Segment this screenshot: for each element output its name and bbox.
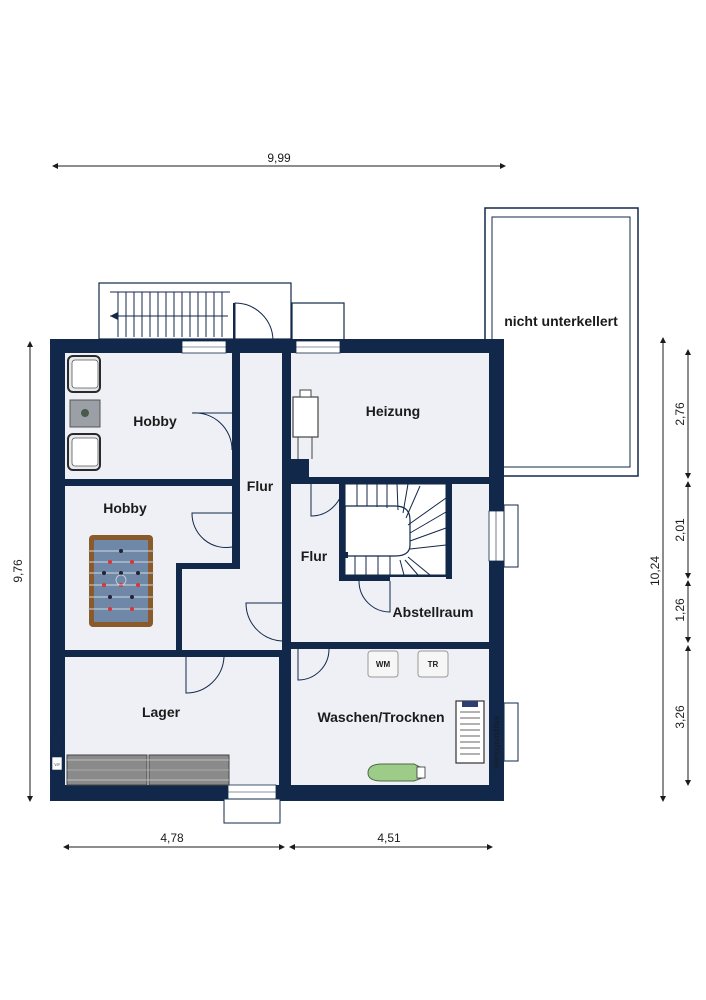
room-label-flur-right: Flur <box>301 548 328 564</box>
watermark: Immogrundriss <box>492 716 501 769</box>
dimension-right-seg1: 2,76 <box>673 402 687 426</box>
dimension-right-total-label: 10,24 <box>648 556 662 586</box>
dimension-left: 9,76 <box>11 341 33 802</box>
room-label-lager: Lager <box>142 704 181 720</box>
logo-name: VON POLL <box>54 731 59 754</box>
dryer-icon: TR <box>417 650 449 678</box>
armchair-icon <box>67 433 101 471</box>
room-label-waschen-trocknen: Waschen/Trocknen <box>317 709 444 725</box>
room-label-hobby-top: Hobby <box>133 413 177 429</box>
washing-machine-icon: WM <box>367 650 399 678</box>
dimension-right-segments: 2,76 2,01 1,26 3,26 <box>673 349 691 786</box>
door-swings <box>185 412 391 694</box>
dimension-bottom-right: 4,51 <box>377 831 401 845</box>
dimension-right-seg4: 3,26 <box>673 705 687 729</box>
room-label-hobby-mid: Hobby <box>103 500 147 516</box>
shelf-icon <box>66 754 230 786</box>
room-label-abstellraum: Abstellraum <box>393 604 474 620</box>
logo: VP VON POLL IMMOBILIEN <box>51 724 63 771</box>
foosball-table-icon <box>88 535 154 627</box>
staircase-icon <box>342 483 447 576</box>
room-label-heizung: Heizung <box>366 403 420 419</box>
annex-label: nicht unterkellert <box>504 313 618 329</box>
dimension-right-seg3: 1,26 <box>673 598 687 622</box>
wm-label: WM <box>376 660 391 669</box>
boiler-icon <box>292 389 319 459</box>
dimension-right-total: 10,24 <box>648 337 666 802</box>
dimension-bottom: 4,78 4,51 <box>63 831 493 850</box>
tr-label: TR <box>428 660 439 669</box>
dimension-bottom-left: 4,78 <box>160 831 184 845</box>
ironing-board-icon <box>367 763 426 782</box>
logo-initials: VP <box>53 762 60 767</box>
interior-walls <box>65 353 489 785</box>
dimension-top: 9,99 <box>52 151 506 169</box>
dimension-left-label: 9,76 <box>11 559 25 583</box>
logo-sub: IMMOBILIEN <box>58 724 63 753</box>
room-label-flur-left: Flur <box>247 478 274 494</box>
side-table-icon <box>69 399 101 428</box>
armchair-icon <box>67 355 101 393</box>
annex-nicht-unterkellert: nicht unterkellert <box>484 207 639 477</box>
dimension-right-seg2: 2,01 <box>673 518 687 542</box>
light-well-top <box>291 302 345 341</box>
outdoor-staircase <box>98 282 292 341</box>
dimension-top-label: 9,99 <box>267 151 291 165</box>
windows <box>181 340 519 824</box>
drying-rack-icon <box>455 700 485 764</box>
